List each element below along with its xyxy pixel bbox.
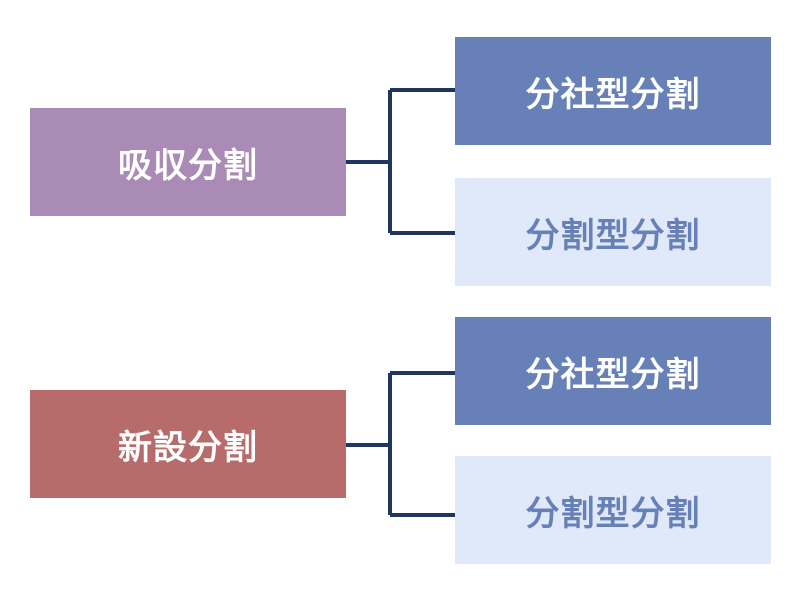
root-box-new-establishment-split: 新設分割 (30, 390, 346, 498)
child-box-split-off-split: 分割型分割 (455, 456, 771, 564)
child-box-split-off-split: 分割型分割 (455, 178, 771, 286)
child-label: 分社型分割 (525, 74, 701, 115)
root-box-absorption-split: 吸収分割 (30, 108, 346, 216)
child-box-spinoff-split: 分社型分割 (455, 37, 771, 145)
child-box-spinoff-split: 分社型分割 (455, 317, 771, 425)
root-label: 新設分割 (118, 427, 258, 468)
connector-group-1 (345, 88, 455, 235)
child-label: 分社型分割 (525, 354, 701, 395)
root-label: 吸収分割 (118, 145, 258, 186)
child-label: 分割型分割 (525, 215, 701, 256)
child-label: 分割型分割 (525, 493, 701, 534)
connector-group-2 (345, 371, 455, 517)
